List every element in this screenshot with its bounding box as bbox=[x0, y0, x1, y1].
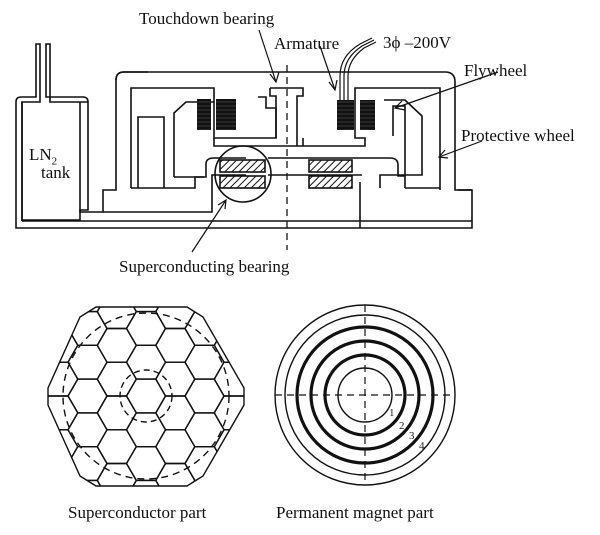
hex-cell bbox=[154, 361, 196, 397]
hex-outline bbox=[47, 306, 245, 487]
hex-cell bbox=[67, 412, 108, 448]
label-armature: Armature bbox=[274, 34, 340, 53]
label-protective-wheel: Protective wheel bbox=[461, 126, 575, 145]
hex-cell bbox=[154, 327, 196, 363]
hex-cell bbox=[154, 429, 196, 465]
hex-cell bbox=[67, 344, 108, 380]
label-ln2-subscript: 2 bbox=[51, 155, 58, 168]
hex-cell bbox=[184, 307, 225, 313]
hex-cell bbox=[213, 361, 244, 397]
hex-cell bbox=[184, 446, 225, 482]
inner-dashed-circle bbox=[119, 369, 173, 423]
superconductor-part bbox=[47, 306, 245, 487]
hex-cell bbox=[213, 307, 244, 330]
coil-left-1 bbox=[197, 99, 211, 130]
hex-cell bbox=[67, 378, 108, 414]
hex-cell bbox=[125, 446, 167, 482]
coil-left-2 bbox=[216, 99, 236, 130]
sc-left-lower bbox=[219, 175, 266, 189]
hex-cell bbox=[96, 327, 138, 363]
hex-cell bbox=[154, 307, 196, 330]
coil-right bbox=[360, 100, 375, 130]
hex-cell bbox=[67, 310, 108, 346]
coils bbox=[197, 99, 375, 130]
hex-cell bbox=[125, 378, 167, 414]
hex-cell bbox=[184, 310, 225, 346]
ring-number-2: 2 bbox=[399, 420, 405, 432]
ring-number-3: 3 bbox=[409, 430, 415, 442]
hex-cell bbox=[184, 412, 225, 448]
label-ln2-main: LN bbox=[29, 145, 52, 164]
hex-cell bbox=[96, 462, 138, 486]
ln2-tank bbox=[15, 43, 148, 225]
caption-superconductor-part: Superconductor part bbox=[68, 503, 207, 522]
sc-right-lower bbox=[308, 175, 353, 189]
coil-armature bbox=[337, 100, 354, 130]
label-ln2: LN2 bbox=[29, 146, 57, 167]
ring-number-4: 4 bbox=[419, 440, 425, 452]
hex-cell bbox=[125, 344, 167, 380]
hex-cell bbox=[96, 361, 138, 397]
hex-cell bbox=[96, 307, 138, 330]
rotor-disc bbox=[214, 145, 405, 203]
power-wires bbox=[339, 37, 377, 100]
label-flywheel: Flywheel bbox=[464, 61, 528, 80]
hex-cell bbox=[96, 429, 138, 465]
label-power-supply: 3ϕ –200V bbox=[383, 33, 451, 52]
hex-cell bbox=[213, 395, 244, 431]
hex-cell bbox=[48, 395, 79, 431]
magnet-left-upper bbox=[219, 159, 266, 173]
hex-cell bbox=[184, 378, 225, 414]
leader-lines bbox=[191, 29, 499, 253]
housing bbox=[15, 71, 473, 229]
magnet-right-upper bbox=[308, 159, 353, 173]
hex-cell bbox=[48, 361, 79, 397]
hex-cell bbox=[48, 462, 79, 486]
hex-cell bbox=[213, 462, 244, 486]
hex-cell bbox=[154, 395, 196, 431]
label-tank: tank bbox=[41, 163, 71, 182]
touchdown-bearing bbox=[213, 87, 304, 147]
hex-cell bbox=[96, 395, 138, 431]
hex-cell bbox=[48, 307, 79, 330]
ring-number-1: 1 bbox=[389, 407, 395, 419]
hex-cell bbox=[184, 344, 225, 380]
bearing-highlight-circle bbox=[214, 145, 272, 203]
label-touchdown-bearing: Touchdown bearing bbox=[139, 9, 275, 28]
caption-permanent-magnet-part: Permanent magnet part bbox=[276, 503, 434, 522]
stator-right bbox=[297, 87, 441, 190]
hex-cell bbox=[154, 462, 196, 486]
outer-dashed-circle bbox=[62, 312, 230, 480]
label-superconducting-bearing: Superconducting bearing bbox=[119, 257, 290, 276]
hex-cell bbox=[125, 310, 167, 346]
permanent-magnet-part bbox=[274, 304, 456, 486]
